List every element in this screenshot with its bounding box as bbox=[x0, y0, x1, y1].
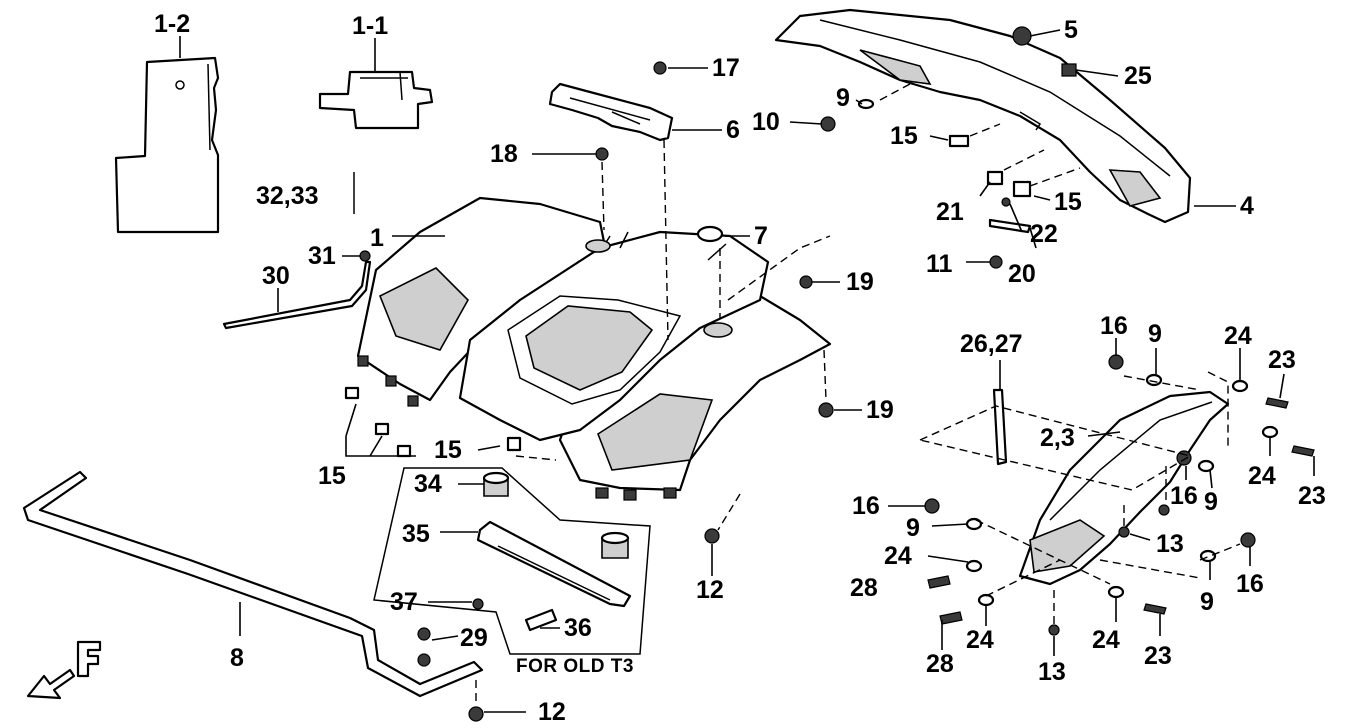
part-4-rear-guard bbox=[774, 8, 1192, 224]
front-direction-arrow-icon: F bbox=[26, 640, 102, 700]
callout-24-c: 24 bbox=[884, 542, 912, 570]
part-1-rear-fender bbox=[356, 196, 832, 501]
callout-20: 20 bbox=[1008, 260, 1036, 288]
callout-9-top: 9 bbox=[836, 84, 850, 112]
callout-8: 8 bbox=[230, 644, 244, 672]
callout-1-2: 1-2 bbox=[154, 10, 190, 38]
callout-36: 36 bbox=[564, 614, 592, 642]
part-30-rod bbox=[222, 260, 372, 330]
callout-17: 17 bbox=[712, 54, 740, 82]
callout-16-c: 16 bbox=[852, 492, 880, 520]
callout-15-mid: 15 bbox=[434, 436, 462, 464]
callout-23-b: 23 bbox=[1298, 482, 1326, 510]
fasteners bbox=[344, 26, 1315, 722]
callout-15-top: 15 bbox=[890, 122, 918, 150]
part-1-1-liner bbox=[318, 70, 434, 130]
callout-28-a: 28 bbox=[850, 574, 878, 602]
callout-24-e: 24 bbox=[1092, 626, 1120, 654]
callout-18: 18 bbox=[490, 140, 518, 168]
callout-1-1: 1-1 bbox=[352, 12, 388, 40]
callout-1: 1 bbox=[370, 224, 384, 252]
callout-7: 7 bbox=[754, 222, 768, 250]
callout-30: 30 bbox=[262, 262, 290, 290]
part-26-27-strap bbox=[992, 388, 1008, 466]
callout-23-c: 23 bbox=[1144, 642, 1172, 670]
assembly-lines bbox=[475, 83, 1241, 706]
callout-22: 22 bbox=[1030, 220, 1058, 248]
callout-26-27: 26,27 bbox=[960, 330, 1023, 358]
callout-24-a: 24 bbox=[1224, 322, 1252, 350]
callout-32-33: 32,33 bbox=[256, 182, 319, 210]
callout-12-mid: 12 bbox=[696, 576, 724, 604]
callout-19-top: 19 bbox=[846, 268, 874, 296]
part-1-2-liner bbox=[114, 56, 220, 234]
callout-28-b: 28 bbox=[926, 650, 954, 678]
callout-34: 34 bbox=[414, 470, 442, 498]
callout-15-left: 15 bbox=[318, 462, 346, 490]
callout-25: 25 bbox=[1124, 62, 1152, 90]
callout-24-d: 24 bbox=[966, 626, 994, 654]
callout-9-d: 9 bbox=[1200, 588, 1214, 616]
callout-37: 37 bbox=[390, 588, 418, 616]
inset-old-t3 bbox=[373, 467, 651, 655]
callout-5: 5 bbox=[1064, 16, 1078, 44]
callout-12-bottom: 12 bbox=[538, 698, 566, 726]
callout-24-b: 24 bbox=[1248, 462, 1276, 490]
callout-29: 29 bbox=[460, 624, 488, 652]
callout-31: 31 bbox=[308, 242, 336, 270]
callout-16-d: 16 bbox=[1236, 570, 1264, 598]
callout-6: 6 bbox=[726, 116, 740, 144]
part-8-frame-bar bbox=[22, 470, 484, 698]
callout-10: 10 bbox=[752, 108, 780, 136]
callout-16-b: 16 bbox=[1170, 482, 1198, 510]
callout-4: 4 bbox=[1240, 192, 1254, 220]
callout-9-c: 9 bbox=[906, 514, 920, 542]
part-2-3-side-guard bbox=[1018, 390, 1230, 586]
callout-19-mid: 19 bbox=[866, 396, 894, 424]
callout-13-a: 13 bbox=[1156, 530, 1184, 558]
callout-23-a: 23 bbox=[1268, 346, 1296, 374]
callout-labels: 1-2 1-1 17 5 25 9 10 6 15 18 32,33 1 7 2… bbox=[154, 10, 1326, 726]
callout-2-3: 2,3 bbox=[1040, 424, 1075, 452]
callout-35: 35 bbox=[402, 520, 430, 548]
inset-note: FOR OLD T3 bbox=[516, 656, 634, 677]
leader-lines bbox=[179, 29, 1315, 713]
callout-21: 21 bbox=[936, 198, 964, 226]
callout-11: 11 bbox=[926, 250, 953, 278]
callout-9-b: 9 bbox=[1204, 488, 1218, 516]
part-6-bracket bbox=[548, 82, 674, 142]
callout-9-a: 9 bbox=[1148, 320, 1162, 348]
callout-15-right: 15 bbox=[1054, 188, 1082, 216]
callout-13-b: 13 bbox=[1038, 658, 1066, 686]
callout-16-a: 16 bbox=[1100, 312, 1128, 340]
